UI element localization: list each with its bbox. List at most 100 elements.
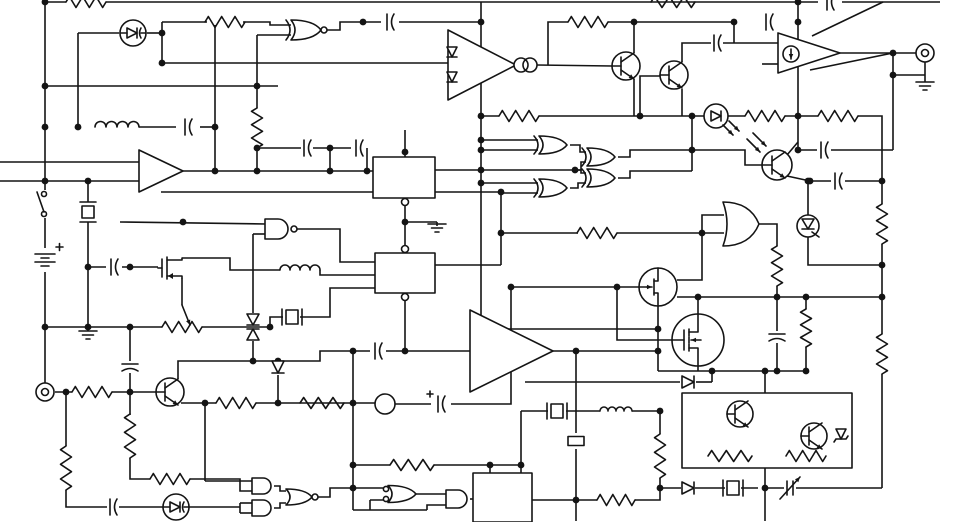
resistor-symbol (215, 396, 257, 410)
junction-dot (326, 144, 334, 152)
junction-dot (486, 461, 494, 469)
wire (758, 223, 778, 246)
junction-dot (41, 0, 49, 6)
bjt-circle-symbol (800, 422, 828, 450)
ic-box-symbol (374, 244, 436, 302)
resistor-symbol (770, 245, 784, 287)
crystal-symbol (281, 308, 303, 326)
wire (547, 21, 568, 65)
junction-dot (179, 218, 187, 226)
diode-symbol (681, 481, 695, 495)
wire (119, 221, 267, 225)
junction-dot (694, 293, 702, 301)
inductor-symbol (599, 406, 633, 412)
junction-dot (363, 167, 371, 175)
wire (858, 115, 883, 204)
ground-symbol (78, 330, 98, 340)
junction-dot (266, 323, 274, 331)
junction-dot (654, 325, 662, 333)
junction-dot (158, 29, 166, 37)
ground-symbol (915, 81, 935, 91)
resistor-symbol (59, 445, 73, 491)
capacitor-symbol (713, 34, 722, 52)
led-circle-symbol (703, 103, 740, 136)
junction-dot (654, 347, 662, 355)
var-resistor-symbol (161, 304, 203, 334)
wire (807, 237, 882, 266)
connector-symbol (35, 382, 55, 402)
wire (570, 144, 586, 153)
ic-box-symbol (372, 156, 436, 207)
orb-gate-symbol (382, 484, 417, 504)
junction-dot (349, 399, 357, 407)
resistor-symbol (299, 396, 345, 410)
and-gate-symbol (251, 477, 272, 495)
inductor-symbol (279, 264, 321, 271)
ic-box-symbol (681, 392, 853, 469)
junction-dot (730, 18, 738, 26)
wire (618, 149, 692, 158)
resistor-symbol (71, 385, 113, 399)
resistor-symbol (389, 458, 435, 472)
wire (451, 372, 512, 405)
junction-dot (62, 388, 70, 396)
junction-dot (253, 167, 261, 175)
crystal-symbol (722, 479, 744, 497)
junction-dot (401, 218, 409, 226)
resistor-symbol (799, 308, 813, 348)
diac-symbol (246, 313, 260, 341)
wire (701, 214, 724, 233)
diode-circle-symbol (119, 19, 147, 47)
and-gate-symbol (251, 499, 272, 517)
junction-dot (773, 367, 781, 375)
resistor-symbol (65, 0, 107, 9)
junction-dot (126, 388, 134, 396)
junction-dot (889, 49, 897, 57)
resistor-symbol (875, 333, 889, 375)
resistor-symbol (875, 203, 889, 245)
capacitor-symbol (355, 139, 364, 157)
euro-resistor-symbol (567, 435, 585, 447)
nand-gate-symbol (264, 218, 298, 240)
capacitor-symbol (765, 13, 774, 31)
junction-dot (41, 82, 49, 90)
wire (177, 360, 278, 379)
junction-dot (708, 367, 716, 375)
junction-dot (349, 484, 357, 492)
junction-dot (211, 123, 219, 131)
resistor-symbol (650, 0, 696, 9)
resistor-symbol (576, 226, 618, 240)
ic-box-symbol (472, 472, 533, 522)
junction-dot (84, 177, 92, 185)
resistor-symbol (707, 449, 753, 463)
junction-dot (41, 323, 49, 331)
junction-dot (572, 496, 580, 504)
junction-dot (477, 146, 485, 154)
opamp-symbol (469, 309, 554, 393)
mosfet-symbol (157, 256, 183, 280)
junction-dot (401, 148, 409, 156)
capacitor-symbol (768, 333, 786, 342)
junction-dot (688, 146, 696, 154)
resistor-symbol (204, 15, 246, 29)
junction-dot (477, 179, 485, 187)
crystal-symbol (546, 402, 568, 420)
xor-gate-symbol (533, 135, 568, 155)
junction-dot (773, 293, 781, 301)
diode-symbol (681, 375, 695, 389)
var-capacitor-symbol (779, 476, 801, 500)
junction-dot (126, 323, 134, 331)
connector-symbol (915, 43, 935, 63)
junction-dot (656, 484, 664, 492)
wire (811, 1, 884, 37)
junction-dot (211, 167, 219, 175)
wire (243, 21, 291, 26)
or-gate-symbol (722, 201, 760, 247)
resistor-symbol (149, 472, 191, 486)
junction-dot (507, 283, 515, 291)
wire (296, 228, 375, 263)
lamp-symbol (374, 393, 396, 415)
capacitor-symbol (110, 258, 119, 276)
wire (65, 490, 107, 508)
